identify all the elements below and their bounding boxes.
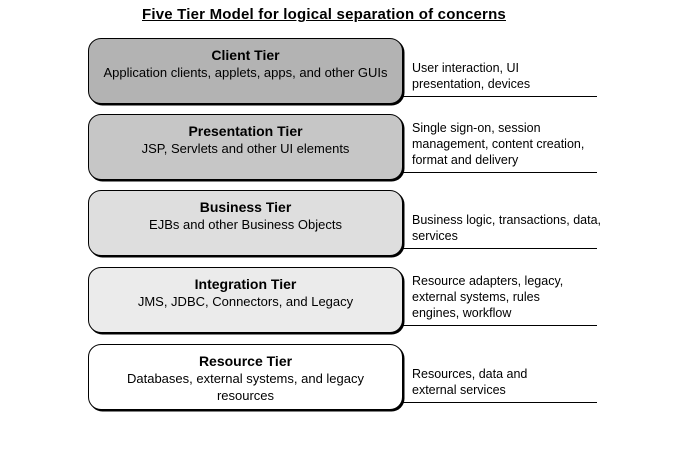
tier-subtitle: JMS, JDBC, Connectors, and Legacy (137, 294, 354, 309)
tier-name: Integration Tier (194, 276, 297, 292)
tier-name: Business Tier (199, 199, 292, 215)
tier-subtitle: Application clients, applets, apps, and … (103, 65, 388, 80)
tier-name: Presentation Tier (188, 123, 303, 139)
tier-row-resource: Resource Tier Databases, external system… (88, 344, 597, 410)
tier-annotation: Resources, data and external services (412, 367, 528, 397)
tier-box-business: Business Tier EJBs and other Business Ob… (88, 190, 403, 256)
tier-annotation: User interaction, UI presentation, devic… (412, 61, 531, 91)
connector-line (398, 172, 597, 173)
tier-annotation: Business logic, transactions, data, serv… (412, 213, 601, 243)
connector-line (398, 96, 597, 97)
tier-box-resource: Resource Tier Databases, external system… (88, 344, 403, 410)
tier-name: Client Tier (211, 47, 280, 63)
tier-row-business: Business Tier EJBs and other Business Ob… (88, 190, 601, 256)
tier-name: Resource Tier (198, 353, 293, 369)
tier-box-client: Client Tier Application clients, applets… (88, 38, 403, 104)
tier-row-client: Client Tier Application clients, applets… (88, 38, 597, 104)
tier-row-integration: Integration Tier JMS, JDBC, Connectors, … (88, 267, 597, 333)
connector-line (398, 325, 597, 326)
tier-subtitle: JSP, Servlets and other UI elements (141, 141, 350, 156)
tier-subtitle: EJBs and other Business Objects (149, 217, 342, 232)
tier-row-presentation: Presentation Tier JSP, Servlets and othe… (88, 114, 597, 180)
tier-annotation: Single sign-on, session management, cont… (412, 121, 585, 167)
connector-line (398, 402, 597, 403)
tier-box-presentation: Presentation Tier JSP, Servlets and othe… (88, 114, 403, 180)
tier-box-integration: Integration Tier JMS, JDBC, Connectors, … (88, 267, 403, 333)
tier-subtitle: Databases, external systems, and legacy … (126, 371, 364, 403)
tier-annotation: Resource adapters, legacy, external syst… (412, 274, 564, 320)
connector-line (398, 248, 597, 249)
page-title: Five Tier Model for logical separation o… (142, 6, 506, 23)
